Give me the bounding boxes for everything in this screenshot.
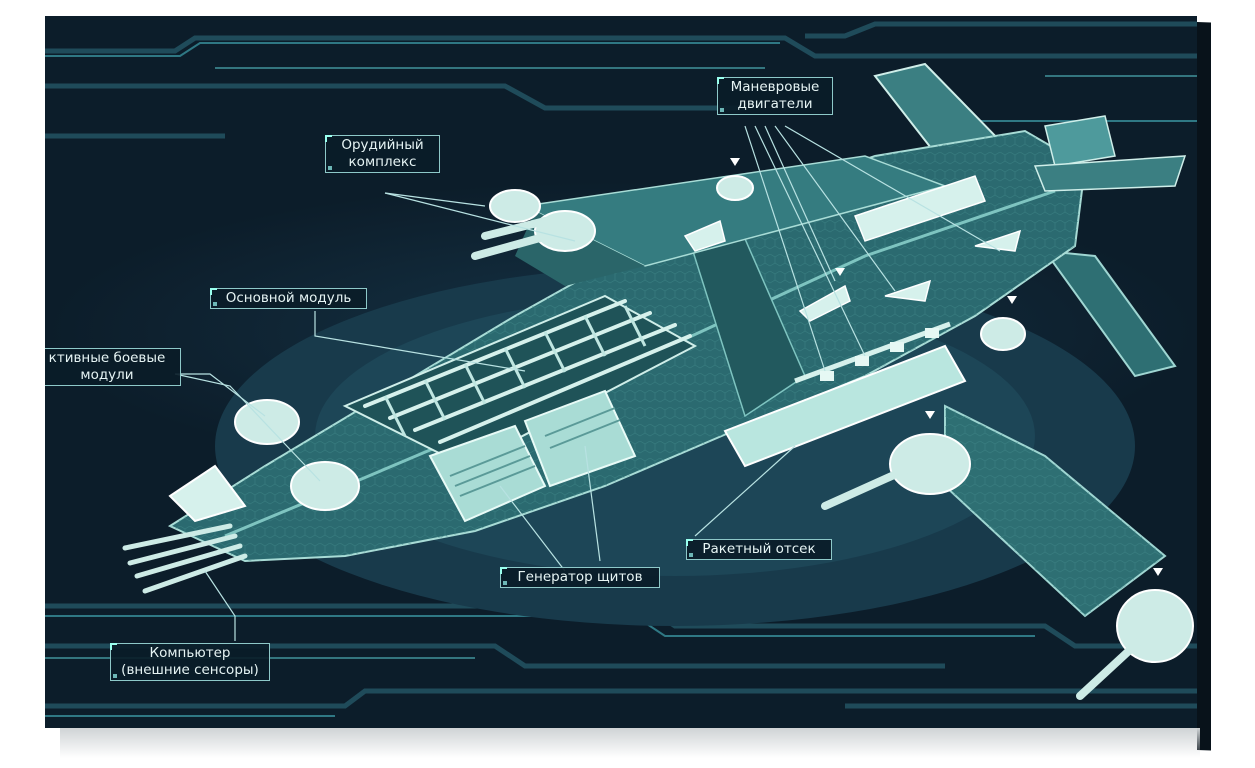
diagram-canvas: Маневровые двигатели Орудийный комплекс … bbox=[45, 16, 1197, 728]
label-maneuver-engines: Маневровые двигатели bbox=[717, 77, 833, 115]
canvas-shadow bbox=[60, 728, 1200, 758]
label-missile-bay: Ракетный отсек bbox=[686, 539, 832, 560]
label-active-combat-modules: ктивные боевые модули bbox=[45, 348, 181, 386]
label-computer-line2: (внешние сенсоры) bbox=[121, 662, 259, 678]
turret-barrels bbox=[471, 217, 1149, 700]
label-active-combat-modules-line2: модули bbox=[80, 367, 134, 383]
label-shield-generator: Генератор щитов bbox=[500, 567, 660, 588]
main-module-deck bbox=[342, 294, 698, 468]
label-main-module: Основной модуль bbox=[210, 288, 367, 309]
engine-markers bbox=[683, 175, 1022, 322]
label-computer-line1: Компьютер bbox=[149, 645, 231, 661]
label-maneuver-engines-line1: Маневровые bbox=[730, 79, 820, 95]
label-active-combat-modules-line1: ктивные боевые bbox=[48, 350, 166, 366]
label-computer: Компьютер (внешние сенсоры) bbox=[110, 643, 270, 681]
spaceship-illustration bbox=[45, 16, 1197, 728]
label-weapon-complex: Орудийный комплекс bbox=[325, 135, 440, 173]
label-weapon-complex-line2: комплекс bbox=[348, 154, 417, 170]
shield-generator bbox=[428, 389, 637, 523]
front-sensors bbox=[122, 523, 248, 594]
canvas-edge bbox=[1197, 22, 1211, 751]
leader-lines bbox=[174, 125, 1001, 641]
missile-bay bbox=[723, 321, 967, 468]
label-maneuver-engines-line2: двигатели bbox=[737, 96, 813, 112]
label-weapon-complex-line1: Орудийный bbox=[341, 137, 424, 153]
